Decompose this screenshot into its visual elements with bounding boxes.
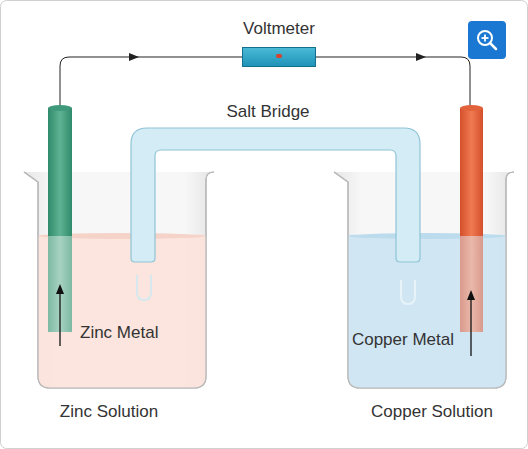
- current-arrow: [416, 53, 426, 61]
- current-arrow: [129, 53, 139, 61]
- zoom-icon: [468, 21, 506, 59]
- needle-dot: [276, 54, 282, 58]
- copper-electrode: [460, 105, 483, 332]
- electrode-label: Zinc Metal: [80, 323, 158, 343]
- electrode-label: Copper Metal: [352, 330, 454, 350]
- solution-label: Zinc Solution: [60, 402, 158, 422]
- solution-label: Copper Solution: [371, 402, 493, 422]
- copper-beaker: [334, 172, 514, 388]
- voltmeter-label: Voltmeter: [243, 19, 315, 39]
- salt-bridge-label: Salt Bridge: [226, 102, 309, 122]
- arrow-head: [467, 290, 475, 300]
- voltmeter-box: [242, 47, 316, 67]
- salt-bridge-tube: [131, 128, 420, 304]
- arrow-head: [56, 284, 64, 294]
- voltmeter: Voltmeter: [242, 19, 316, 67]
- arrow: [60, 292, 471, 356]
